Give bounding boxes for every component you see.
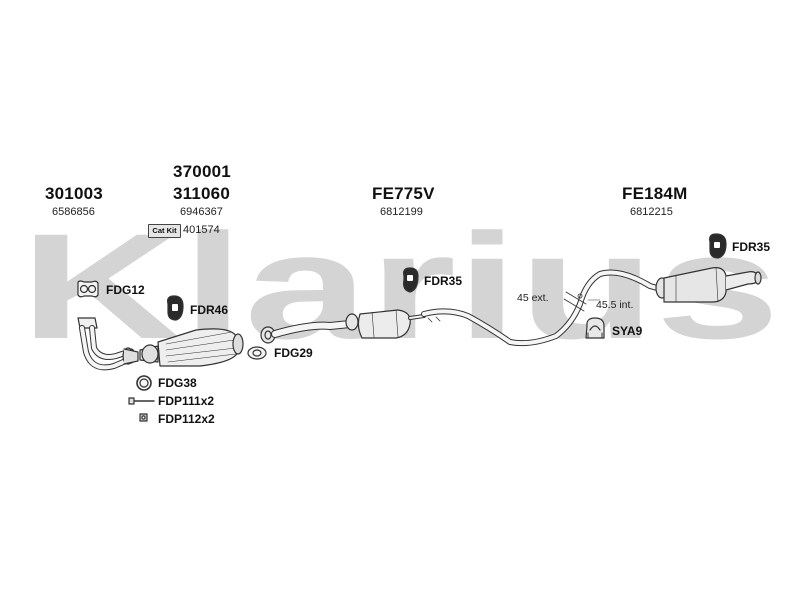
cat-kit-badge: Cat Kit [148,224,181,238]
part-number-370001: 370001 [173,162,231,181]
oem-number-6812199: 6812199 [380,206,423,218]
fdg12-gasket-icon [77,280,99,298]
pipe-clamp-front [122,347,139,365]
cat-kit-number: 401574 [183,224,220,236]
rear-silencer [655,267,762,303]
oem-number-6586856: 6586856 [52,206,95,218]
label-fdr46: FDR46 [190,303,229,317]
fdr46-rubber-mount-icon [167,295,184,321]
rear-link-pipe [421,269,667,347]
part-number-311060: 311060 [173,184,230,203]
sya9-clamp-icon [585,317,605,339]
label-fdg38: FDG38 [158,376,197,390]
fdp112-nut-icon [139,413,148,422]
part-number-301003: 301003 [45,184,103,203]
label-fdg12: FDG12 [106,283,145,297]
oem-number-6812215: 6812215 [630,206,673,218]
label-fdg29: FDG29 [274,346,313,360]
cut-position-markers [563,291,601,312]
fdr35-right-rubber-mount-icon [709,233,727,259]
label-sya9: SYA9 [612,324,643,338]
oem-number-6946367: 6946367 [180,206,223,218]
fdr35-rubber-mount-icon [403,267,419,293]
label-fdp112: FDP112x2 [158,412,215,426]
fdp111-bolt-icon [128,397,155,405]
label-fdp111: FDP111x2 [158,394,215,408]
fdg38-gasket-icon [136,375,152,391]
label-fdr35-right: FDR35 [732,240,771,254]
dimension-int: 45.5 int. [596,299,634,311]
pipe-joint-after-cat [260,326,276,344]
label-fdr35-mid: FDR35 [424,274,463,288]
part-number-fe775v: FE775V [372,184,435,203]
centre-silencer [345,309,441,339]
part-number-fe184m: FE184M [622,184,688,203]
catalytic-converter [139,328,244,367]
intermediate-pipe [271,320,354,338]
dimension-ext: 45 ext. [517,292,549,304]
fdg29-gasket-icon [247,346,267,360]
